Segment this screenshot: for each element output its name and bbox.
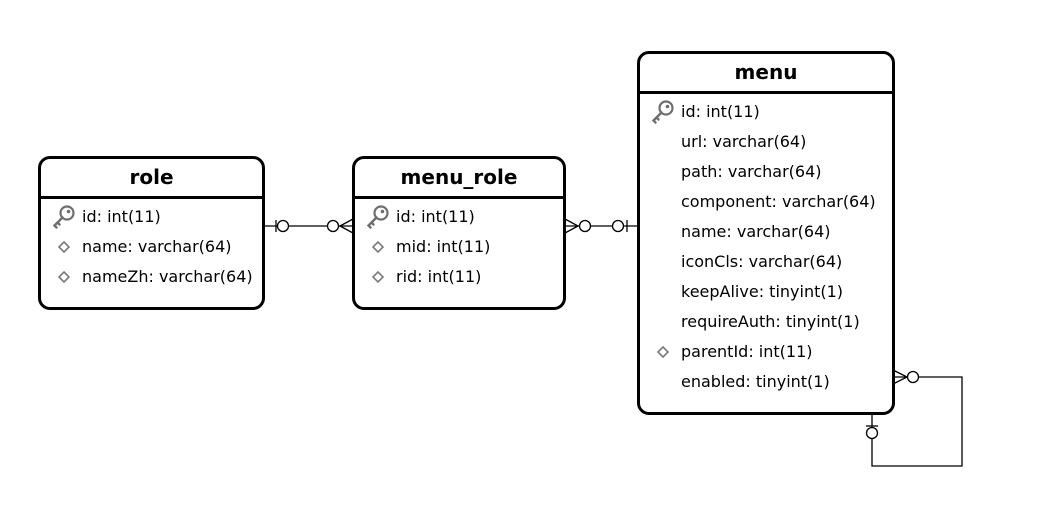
crowfoot-upper-menu-role-right [564,218,579,227]
key-icon [365,204,391,230]
optional-marker-role [276,219,290,233]
entity-fields: id: int(11) mid: int(11) rid: int(11) [355,199,563,292]
field-label: id: int(11) [681,102,760,121]
field-label: rid: int(11) [396,267,482,286]
entity-fields: id: int(11) url: varchar(64) path: varchar… [640,94,892,397]
field-row[interactable]: url: varchar(64) [640,127,892,157]
field-label: parentId: int(11) [681,342,813,361]
optional-marker-menu-self-one [865,426,879,440]
diamond-icon [650,339,676,365]
field-row[interactable]: requireAuth: tinyint(1) [640,307,892,337]
field-row[interactable]: parentId: int(11) [640,337,892,367]
field-label: mid: int(11) [396,237,491,256]
optional-marker-menu-role-right [578,219,592,233]
field-label: path: varchar(64) [681,162,822,181]
optional-marker-menu [611,219,625,233]
field-row[interactable]: id: int(11) [41,202,262,232]
field-row[interactable]: id: int(11) [355,202,563,232]
field-row[interactable]: iconCls: varchar(64) [640,247,892,277]
entity-role[interactable]: role id: int(11) name: varchar(64) nameZh:… [38,156,265,310]
field-row[interactable]: nameZh: varchar(64) [41,262,262,292]
crowfoot-upper-menu-role-left [339,218,354,227]
diamond-icon [365,264,391,290]
optional-marker-menu-role-left [326,219,340,233]
optional-marker-menu-self-many [906,370,920,384]
diamond-icon [51,234,77,260]
key-icon [650,99,676,125]
entity-title: menu_role [355,159,563,199]
field-row[interactable]: keepAlive: tinyint(1) [640,277,892,307]
key-icon [51,204,77,230]
crowfoot-lower-menu-self [892,376,908,385]
field-label: component: varchar(64) [681,192,876,211]
crowfoot-upper-menu-self [892,369,908,378]
field-row[interactable]: component: varchar(64) [640,187,892,217]
field-row[interactable]: name: varchar(64) [640,217,892,247]
field-label: nameZh: varchar(64) [82,267,253,286]
entity-title: menu [640,54,892,94]
field-label: id: int(11) [82,207,161,226]
field-label: enabled: tinyint(1) [681,372,830,391]
entity-title: role [41,159,262,199]
field-row[interactable]: mid: int(11) [355,232,563,262]
crowfoot-lower-menu-role-left [339,225,354,234]
self-relationship-line-menu [871,376,963,467]
field-label: iconCls: varchar(64) [681,252,843,271]
entity-fields: id: int(11) name: varchar(64) nameZh: varc… [41,199,262,292]
field-label: keepAlive: tinyint(1) [681,282,844,301]
field-label: id: int(11) [396,207,475,226]
field-row[interactable]: path: varchar(64) [640,157,892,187]
field-label: requireAuth: tinyint(1) [681,312,860,331]
entity-menu-role[interactable]: menu_role id: int(11) mid: int(11) rid: in… [352,156,566,310]
field-row[interactable]: rid: int(11) [355,262,563,292]
crowfoot-lower-menu-role-right [564,225,579,234]
diamond-icon [51,264,77,290]
field-label: url: varchar(64) [681,132,807,151]
field-row[interactable]: name: varchar(64) [41,232,262,262]
entity-menu[interactable]: menu id: int(11) url: varchar(64) path: va… [637,51,895,415]
field-label: name: varchar(64) [82,237,232,256]
field-row[interactable]: enabled: tinyint(1) [640,367,892,397]
diamond-icon [365,234,391,260]
field-label: name: varchar(64) [681,222,831,241]
field-row[interactable]: id: int(11) [640,97,892,127]
